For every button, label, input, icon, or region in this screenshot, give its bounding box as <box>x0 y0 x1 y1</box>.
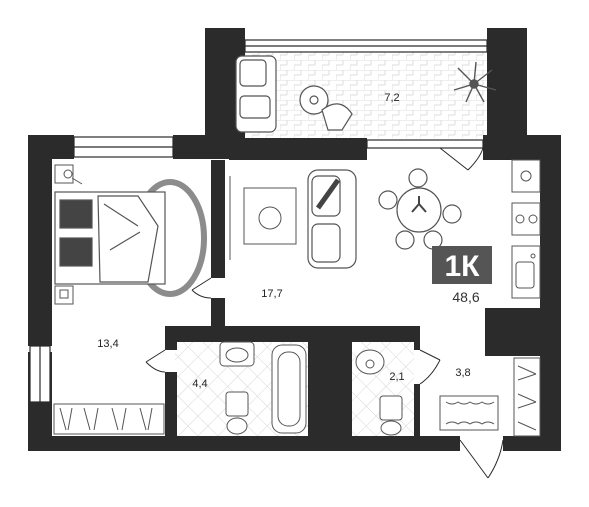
windows <box>29 39 488 403</box>
plant-icon <box>453 61 497 103</box>
walls <box>28 28 561 451</box>
type-badge: 1К <box>432 246 492 284</box>
doors <box>145 147 504 479</box>
total-area: 48,6 <box>452 289 479 305</box>
nightstand-icon <box>54 285 74 305</box>
dining-table-icon <box>378 168 462 250</box>
rug-icon <box>243 187 297 245</box>
bathroom-area: 4,4 <box>192 378 207 390</box>
coat-rack-icon <box>513 357 541 437</box>
bathtub-icon <box>271 344 307 434</box>
balcony-armchair-icon <box>235 55 353 133</box>
type-badge-text: 1К <box>445 250 481 283</box>
toilet-sink-icon <box>355 349 385 375</box>
balcony-area: 7,2 <box>384 92 399 104</box>
toilet-area: 2,1 <box>389 371 404 383</box>
balcony-floor <box>233 52 495 138</box>
hall-area: 3,8 <box>455 367 470 379</box>
doormat-icon <box>439 395 499 431</box>
sofa-icon <box>307 169 357 269</box>
living-area: 17,7 <box>261 288 282 300</box>
kitchen-sink-icon <box>511 245 541 299</box>
toilet-bowl-icon <box>379 395 403 436</box>
toilet-icon <box>225 391 249 435</box>
stove-icon <box>511 159 541 236</box>
wardrobe-icon <box>53 403 165 435</box>
lamp-icon <box>54 164 83 185</box>
bed-icon <box>54 179 207 297</box>
bathroom-sink-icon <box>219 341 255 367</box>
bedroom-area: 13,4 <box>97 338 118 350</box>
